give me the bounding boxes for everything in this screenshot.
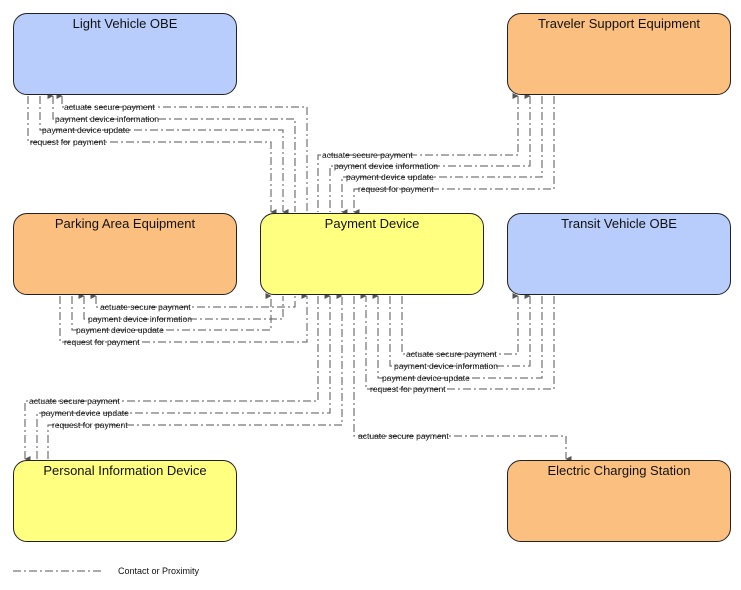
light-vehicle-obe-label: Light Vehicle OBE <box>72 16 178 31</box>
parking-area-equipment-label: Parking Area Equipment <box>54 216 196 231</box>
flow-line-lvobe-2 <box>39 96 289 215</box>
flow-line-tse-1 <box>329 93 531 212</box>
flow-label-pid-0: actuate secure payment <box>29 396 120 406</box>
personal-information-device-node[interactable]: Personal Information Device <box>13 460 237 542</box>
flow-label-tvobe-3: request for payment <box>370 384 446 394</box>
flow-line-tvobe-0 <box>401 293 519 355</box>
flow-label-lvobe-0: actuate secure payment <box>64 102 155 112</box>
flow-label-tse-0: actuate secure payment <box>322 150 413 160</box>
flow-line-lvobe-3 <box>27 96 277 215</box>
traveler-support-equipment-label: Traveler Support Equipment <box>537 16 701 31</box>
flow-line-pae-0 <box>90 293 296 308</box>
electric-charging-station-node[interactable]: Electric Charging Station <box>507 460 731 542</box>
flow-label-tvobe-1: payment device information <box>394 361 498 371</box>
flow-line-tvobe-3 <box>360 293 555 390</box>
flow-label-pid-1: payment device update <box>41 408 129 418</box>
personal-information-device-label: Personal Information Device <box>43 463 207 478</box>
flow-label-tvobe-2: payment device update <box>382 373 470 383</box>
flow-line-lvobe-0 <box>56 93 308 212</box>
light-vehicle-obe-node[interactable]: Light Vehicle OBE <box>13 13 237 95</box>
flow-label-lvobe-3: request for payment <box>30 137 106 147</box>
payment-device-node[interactable]: Payment Device <box>260 213 484 295</box>
traveler-support-equipment-node[interactable]: Traveler Support Equipment <box>507 13 731 95</box>
flow-label-tse-1: payment device information <box>334 161 438 171</box>
flow-label-ecs-0: actuate secure payment <box>358 431 449 441</box>
flow-label-lvobe-2: payment device update <box>42 125 130 135</box>
flow-label-tse-3: request for payment <box>358 184 434 194</box>
flow-label-tvobe-0: actuate secure payment <box>406 349 497 359</box>
flow-line-pae-1 <box>78 293 284 320</box>
flow-line-pid-1 <box>36 293 331 459</box>
payment-device-label: Payment Device <box>324 216 420 231</box>
flow-line-pid-2 <box>47 293 343 459</box>
flow-label-tse-2: payment device update <box>346 172 434 182</box>
transit-vehicle-obe-node[interactable]: Transit Vehicle OBE <box>507 213 731 295</box>
flow-line-pae-2 <box>71 293 272 331</box>
flow-line-ecs-0 <box>353 296 572 462</box>
flow-label-pae-0: actuate secure payment <box>100 302 191 312</box>
flow-label-pae-1: payment device information <box>88 314 192 324</box>
flow-line-lvobe-1 <box>47 93 296 212</box>
flow-line-tvobe-1 <box>389 293 531 367</box>
flow-label-lvobe-1: payment device information <box>55 114 159 124</box>
flow-line-pae-3 <box>59 293 308 343</box>
legend-label: Contact or Proximity <box>118 566 200 576</box>
flow-line-tse-2 <box>341 96 543 215</box>
flow-line-pid-0 <box>24 296 319 462</box>
transit-vehicle-obe-label: Transit Vehicle OBE <box>561 216 677 231</box>
flow-label-pae-2: payment device update <box>76 325 164 335</box>
flow-line-tse-3 <box>353 96 555 215</box>
flow-label-pid-2: request for payment <box>52 420 128 430</box>
parking-area-equipment-node[interactable]: Parking Area Equipment <box>13 213 237 295</box>
flow-label-pae-3: request for payment <box>64 337 140 347</box>
flow-line-tvobe-2 <box>372 293 543 379</box>
electric-charging-station-label: Electric Charging Station <box>547 463 691 478</box>
